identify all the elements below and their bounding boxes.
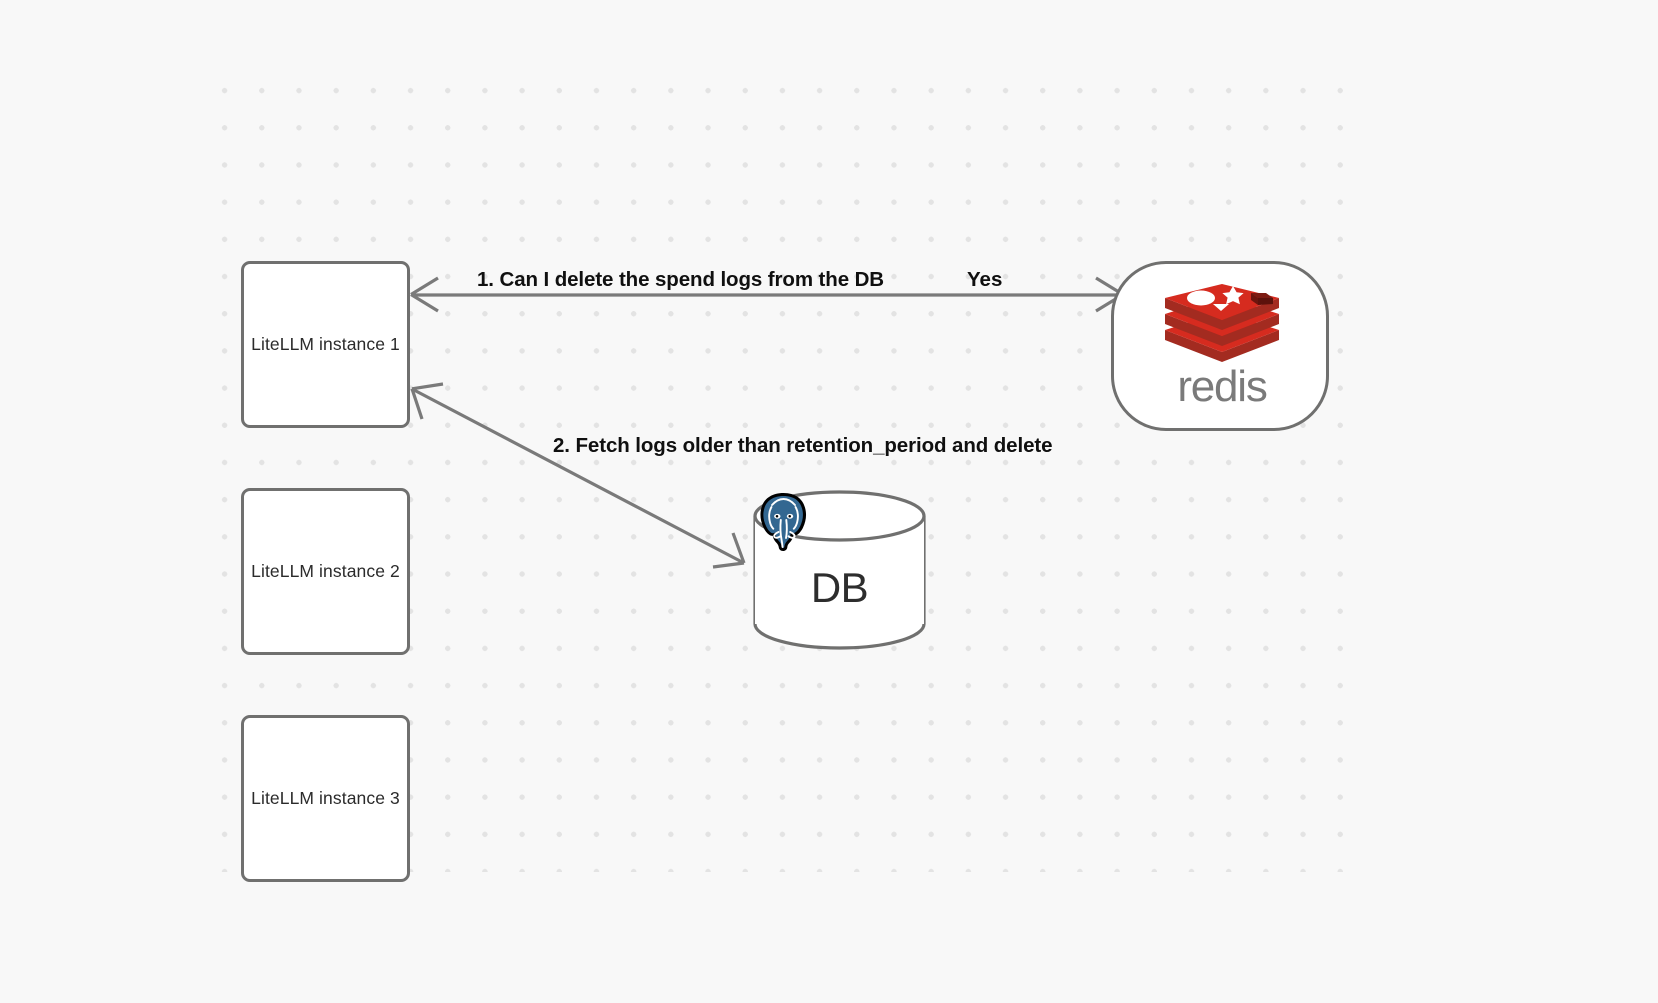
edge-litellm1-db bbox=[410, 382, 746, 569]
edge-label-fetch-logs-retention: 2. Fetch logs older than retention_perio… bbox=[553, 434, 1053, 457]
node-litellm-instance-2[interactable]: LiteLLM instance 2 bbox=[241, 488, 410, 655]
cylinder-shape bbox=[753, 490, 926, 650]
node-litellm-instance-3[interactable]: LiteLLM instance 3 bbox=[241, 715, 410, 882]
redis-logo-wrap: redis bbox=[1122, 282, 1322, 410]
node-label: LiteLLM instance 2 bbox=[251, 561, 400, 581]
db-content: DB bbox=[752, 490, 927, 650]
redis-logo-icon bbox=[1165, 283, 1279, 362]
node-label: LiteLLM instance 3 bbox=[251, 788, 400, 808]
node-database[interactable]: DB bbox=[752, 490, 927, 650]
node-litellm-instance-1[interactable]: LiteLLM instance 1 bbox=[241, 261, 410, 428]
edge-label-delete-spend-logs: 1. Can I delete the spend logs from the … bbox=[477, 268, 885, 291]
postgresql-elephant-icon bbox=[760, 493, 807, 551]
node-redis[interactable]: redis bbox=[1111, 261, 1329, 431]
redis-wordmark: redis bbox=[1177, 361, 1268, 411]
db-label: DB bbox=[810, 564, 869, 611]
edge-label-yes: Yes bbox=[967, 268, 1003, 291]
node-label: LiteLLM instance 1 bbox=[251, 334, 400, 354]
